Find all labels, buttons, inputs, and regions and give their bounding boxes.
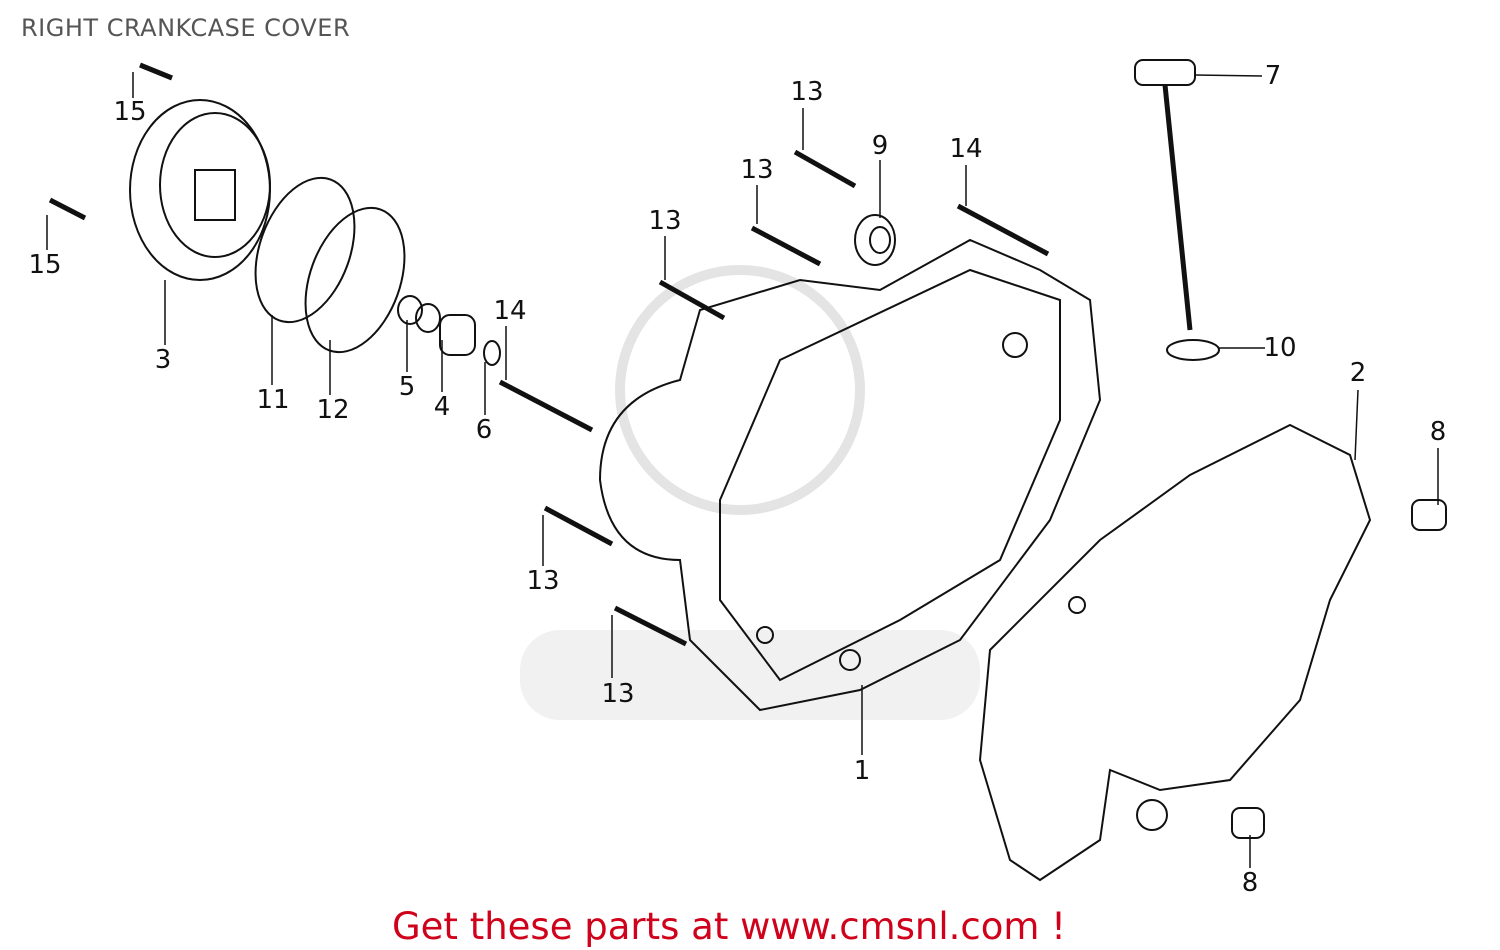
bolts [48,62,1050,647]
callout-15: 15 [113,97,147,127]
callout-13: 13 [648,206,682,236]
footer-link[interactable]: Get these parts at www.cmsnl.com ! [392,905,1067,948]
callout-3: 3 [154,345,172,375]
part-10-oring [1166,339,1220,361]
part-6-clip [483,340,501,366]
part-2-gasket [978,423,1372,882]
callout-8: 8 [1241,868,1259,898]
callout-13: 13 [601,679,635,709]
callout-12: 12 [316,395,350,425]
part-3-housing [129,99,271,281]
callout-6: 6 [475,415,493,445]
part-11-oring [254,176,356,324]
part-9-seal [854,214,896,266]
callout-5: 5 [398,372,416,402]
callout-8: 8 [1429,417,1447,447]
callout-7: 7 [1264,61,1282,91]
callout-13: 13 [526,566,560,596]
callout-11: 11 [256,385,290,415]
part-1-crankcase-cover [598,238,1102,712]
part-5-spring [397,295,441,333]
callout-2: 2 [1349,358,1367,388]
watermark [520,265,980,720]
callout-13: 13 [740,155,774,185]
callout-4: 4 [433,392,451,422]
callout-14: 14 [949,134,983,164]
part-8-dowel [1231,499,1447,839]
callout-15: 15 [28,250,62,280]
callout-13: 13 [790,77,824,107]
callout-10: 10 [1263,333,1297,363]
part-4-rotor [439,314,476,356]
callout-9: 9 [871,131,889,161]
callout-14: 14 [493,296,527,326]
diagram-title: RIGHT CRANKCASE COVER [21,14,351,42]
callout-1: 1 [853,756,871,786]
part-7-dipstick [1134,59,1196,331]
leader-lines [46,72,1439,868]
